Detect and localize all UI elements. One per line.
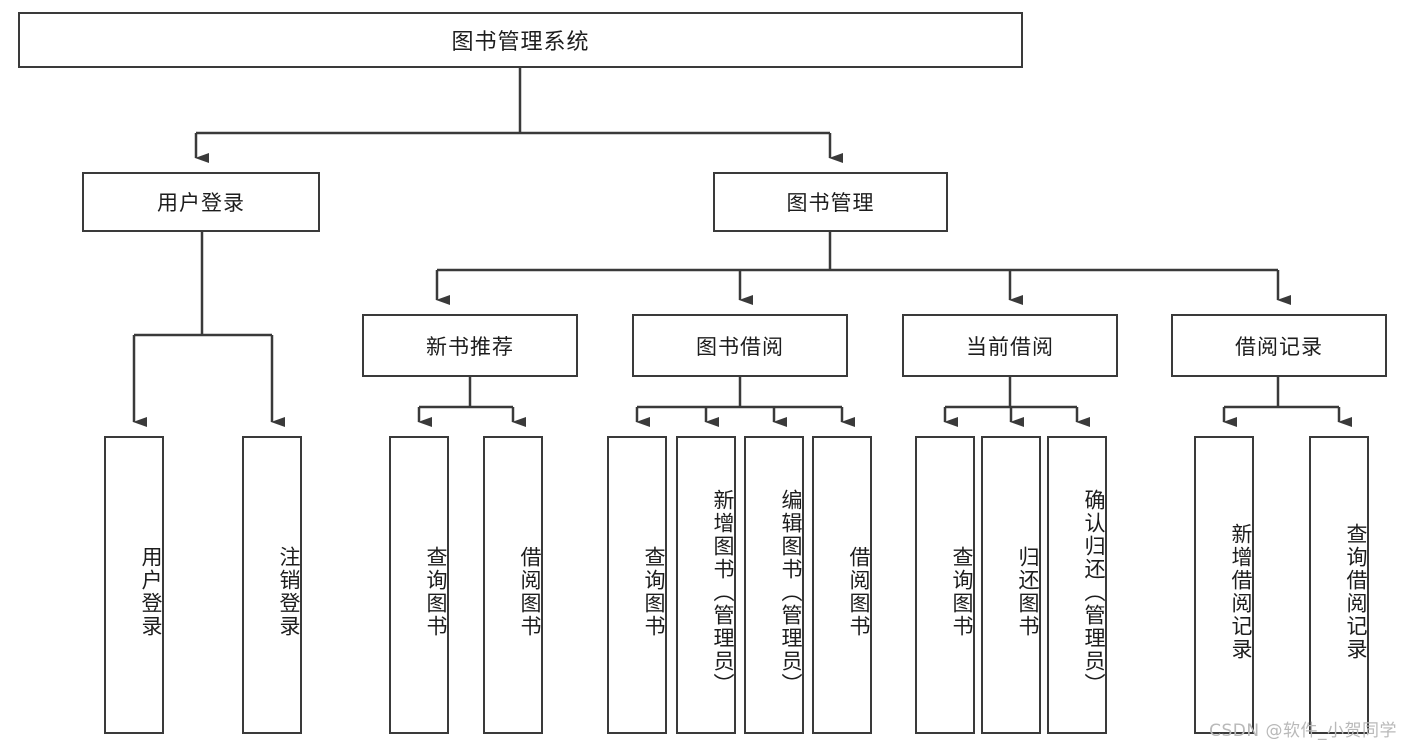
node-borrow-record[interactable]: 借阅记录: [1171, 314, 1387, 377]
node-new-book-recommend[interactable]: 新书推荐: [362, 314, 578, 377]
node-root[interactable]: 图书管理系统: [18, 12, 1023, 68]
node-leaf-return-book[interactable]: 归还图书: [981, 436, 1041, 734]
node-leaf-user-login[interactable]: 用户登录: [104, 436, 164, 734]
node-leaf-query-book-current[interactable]: 查询图书: [915, 436, 975, 734]
node-leaf-label: 归还图书: [1016, 546, 1040, 638]
node-leaf-label: 确认归还（管理员）: [1082, 488, 1106, 696]
node-leaf-add-borrow-record[interactable]: 新增借阅记录: [1194, 436, 1254, 734]
node-leaf-query-book-borrow[interactable]: 查询图书: [607, 436, 667, 734]
node-leaf-edit-book-admin[interactable]: 编辑图书（管理员）: [744, 436, 804, 734]
node-leaf-label: 新增图书（管理员）: [711, 488, 735, 696]
node-book-borrow[interactable]: 图书借阅: [632, 314, 848, 377]
node-leaf-label: 新增借阅记录: [1229, 523, 1253, 661]
node-leaf-label: 借阅图书: [847, 546, 871, 638]
node-book-management[interactable]: 图书管理: [713, 172, 948, 232]
node-leaf-label: 查询借阅记录: [1344, 523, 1368, 661]
node-leaf-label: 查询图书: [950, 546, 974, 638]
node-leaf-borrow-book-newbook[interactable]: 借阅图书: [483, 436, 543, 734]
node-leaf-add-book-admin[interactable]: 新增图书（管理员）: [676, 436, 736, 734]
node-leaf-borrow-book[interactable]: 借阅图书: [812, 436, 872, 734]
watermark: CSDN @软件_小贺同学: [1209, 721, 1397, 741]
node-user-login[interactable]: 用户登录: [82, 172, 320, 232]
node-leaf-query-borrow-record[interactable]: 查询借阅记录: [1309, 436, 1369, 734]
node-leaf-query-book-newbook[interactable]: 查询图书: [389, 436, 449, 734]
node-current-borrow[interactable]: 当前借阅: [902, 314, 1118, 377]
node-leaf-label: 查询图书: [424, 546, 448, 638]
node-leaf-label: 用户登录: [139, 546, 163, 638]
node-leaf-label: 编辑图书（管理员）: [779, 488, 803, 696]
node-leaf-label: 注销登录: [277, 546, 301, 638]
node-leaf-logout[interactable]: 注销登录: [242, 436, 302, 734]
node-leaf-confirm-return-admin[interactable]: 确认归还（管理员）: [1047, 436, 1107, 734]
node-leaf-label: 借阅图书: [518, 546, 542, 638]
node-leaf-label: 查询图书: [642, 546, 666, 638]
